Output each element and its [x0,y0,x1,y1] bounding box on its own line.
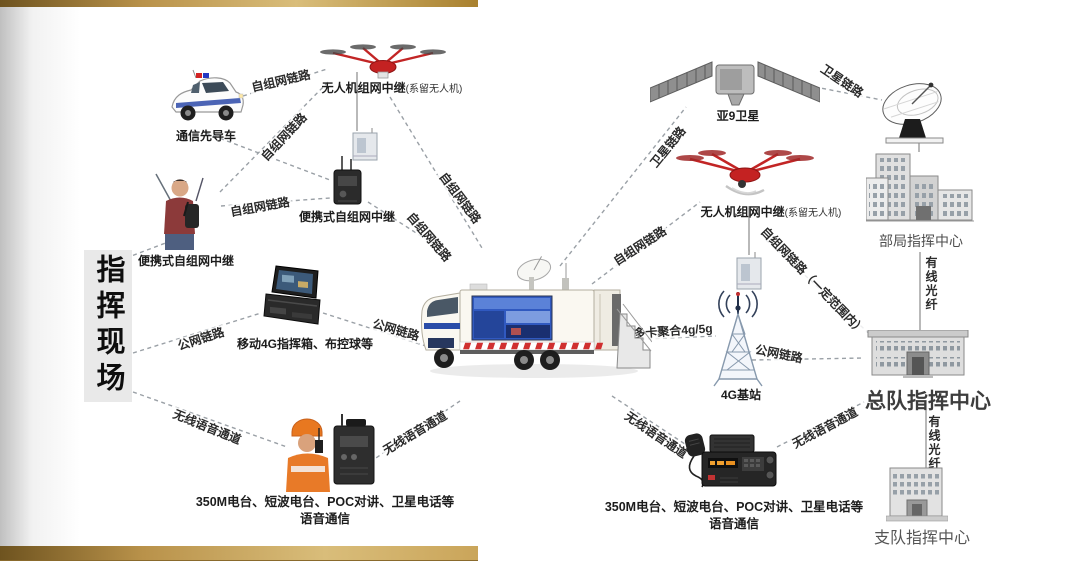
uav-relay-right-label-main: 无人机组网中继 [700,205,785,219]
satellite-icon [649,52,821,115]
command-case-icon [262,264,324,337]
command-site-box: 指挥现场 [84,250,132,402]
link-label-voice-4: 无线语音通道 [788,403,862,453]
gold-band-top [0,0,478,7]
portable-relay-device-icon [330,156,366,213]
uav-relay-left-label-main: 无人机组网中继 [321,81,406,95]
link-label-adhoc-2: 自组网链路 [257,108,311,166]
uav-relay-left-label: 无人机组网中继(系留无人机) [322,79,463,96]
portable-relay-person-label: 便携式自组网中继 [137,254,235,268]
radio-right-caption-line2: 语音通信 [708,517,760,531]
portable-relay-person-icon [148,172,208,257]
slide-left-shadow [0,7,80,546]
ground-station-dish-icon [878,82,952,151]
link-label-adhoc-5: 自组网链路 [435,168,485,228]
bureau-buildings-icon [865,148,974,233]
corps-building-icon [866,329,970,385]
radio-left-caption-line2: 语音通信 [299,512,351,526]
command-vehicle-icon [414,254,653,387]
link-label-voice-3: 无线语音通道 [620,407,692,463]
tethered-payload-right-icon [734,252,764,297]
portable-relay-device-label: 便携式自组网中继 [298,210,396,224]
link-label-voice-2: 无线语音通道 [378,407,452,459]
police-car-icon [166,66,246,133]
link-label-adhoc-range: 自组网链路（一定范围内） [756,222,870,340]
field-worker-radio-icon [286,412,380,497]
uav-relay-right-label: 无人机组网中继(系留无人机) [701,203,842,220]
uav-relay-right-label-sub: (系留无人机) [784,208,842,219]
lead-vehicle-label: 通信先导车 [175,129,237,143]
uav-relay-left-label-sub: (系留无人机) [405,84,463,95]
tethered-payload-left-icon [350,128,380,167]
detachment-building-icon [885,466,949,531]
tethered-drone-left-icon [318,42,448,87]
link-label-public-1: 公网链路 [174,324,228,354]
link-label-satellite-2: 卫星链路 [816,60,868,102]
command-case-label: 移动4G指挥箱、布控球等 [236,337,374,351]
link-label-adhoc-3: 自组网链路 [227,194,293,220]
cell-tower-icon [702,286,772,393]
corps-center-label: 总队指挥中心 [865,389,991,413]
link-label-fiber-2: 有线光纤 [927,413,941,473]
bureau-center-label: 部局指挥中心 [879,235,963,250]
gold-band-bottom [0,546,478,561]
satellite-label: 亚9卫星 [716,109,760,123]
detachment-center-label: 支队指挥中心 [873,530,971,547]
command-site-label: 指挥现场 [92,254,124,398]
link-label-adhoc-1: 自组网链路 [248,66,314,96]
tethered-drone-right-icon [670,146,820,209]
radio-left-caption-line1: 350M电台、短波电台、POC对讲、卫星电话等 [195,495,455,509]
link-label-voice-1: 无线语音通道 [169,406,245,448]
link-label-fiber-1: 有线光纤 [924,254,938,314]
base-station-label: 4G基站 [720,388,762,402]
radio-right-caption-line1: 350M电台、短波电台、POC对讲、卫星电话等 [604,500,864,514]
vehicle-radio-icon [682,430,780,501]
